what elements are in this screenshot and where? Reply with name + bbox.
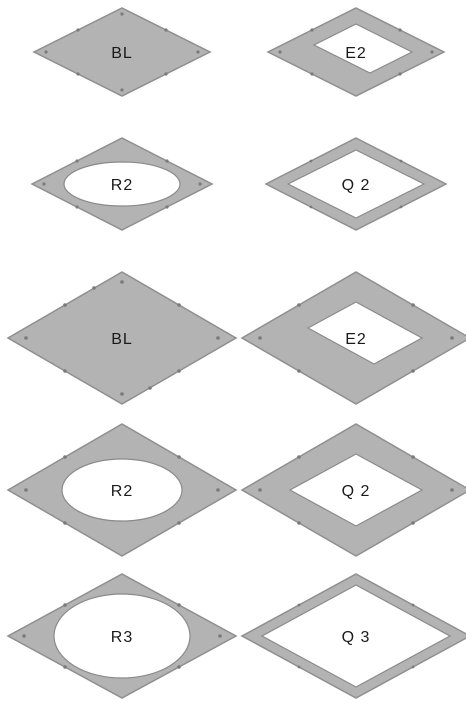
plate-label: Q 2 [342, 483, 371, 500]
plate-r2-large: R2 [6, 423, 238, 557]
plate-q2-large: Q 2 [240, 423, 466, 557]
bolt-holes [24, 280, 220, 396]
bolt-holes [258, 455, 454, 525]
plate-label: R2 [111, 483, 133, 500]
bolt-holes [309, 159, 403, 209]
bolt-holes [258, 303, 454, 373]
plate-label: BL [111, 45, 133, 62]
plate-label: BL [111, 331, 133, 348]
plate-label: R2 [111, 177, 133, 194]
plate-label: E2 [345, 331, 367, 348]
plate-e2-large: E2 [240, 271, 466, 405]
round-cutout [61, 458, 183, 522]
rect-cutout [306, 301, 424, 365]
rect-cutout [312, 23, 414, 74]
plate-q3-large: Q 3 [240, 573, 466, 699]
bolt-holes [297, 603, 415, 669]
plate-bl-small: BL [32, 7, 212, 97]
plate-label: R3 [111, 629, 133, 646]
square-cutout [288, 453, 424, 527]
round-cutout [53, 593, 191, 679]
plate-e2-small: E2 [266, 7, 446, 97]
bolt-holes [44, 12, 200, 92]
plate-bl-large: BL [6, 271, 238, 405]
round-cutout [63, 161, 181, 207]
plate-q2-small: Q 2 [264, 137, 448, 231]
bolt-holes [42, 159, 202, 209]
bolt-holes [24, 455, 220, 525]
plate-label: E2 [345, 45, 367, 62]
plate-r2-small: R2 [30, 137, 214, 231]
plate-label: Q 3 [342, 629, 371, 646]
plate-label: Q 2 [342, 177, 371, 194]
bolt-holes [22, 603, 222, 669]
bolt-holes [278, 28, 434, 76]
square-cutout [260, 584, 452, 688]
square-cutout [286, 149, 426, 219]
plate-r3-large: R3 [6, 573, 238, 699]
